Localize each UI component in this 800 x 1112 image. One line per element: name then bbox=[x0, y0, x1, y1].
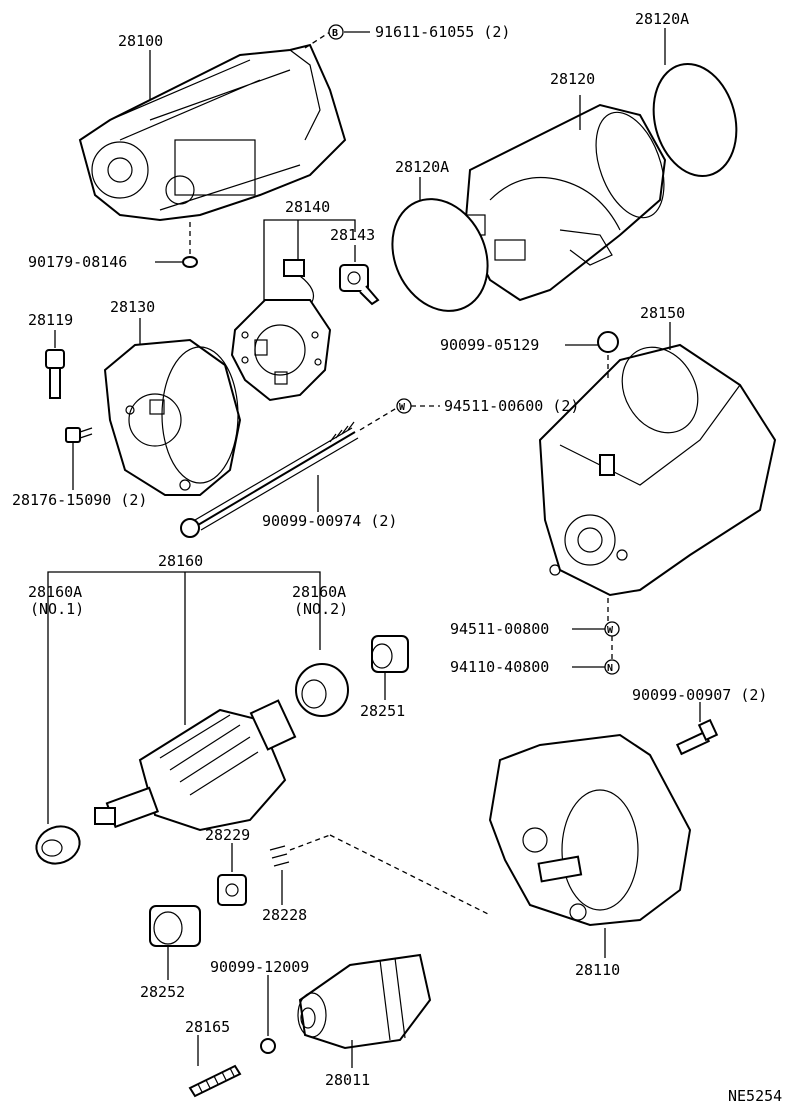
part-28130-end-frame bbox=[103, 318, 242, 496]
bubble-b-label: B bbox=[332, 28, 338, 39]
label-28251: 28251 bbox=[360, 702, 405, 720]
part-28229-ball bbox=[217, 843, 247, 906]
label-28120A-mid: 28120A bbox=[395, 158, 449, 176]
label-28160: 28160 bbox=[158, 552, 203, 570]
label-90099-00907: 90099-00907 (2) bbox=[632, 686, 767, 704]
label-28130: 28130 bbox=[110, 298, 155, 316]
label-94511-00800: 94511-00800 bbox=[450, 620, 549, 638]
part-28120-field-frame bbox=[454, 95, 667, 302]
part-28160A-bearing-no1 bbox=[35, 825, 81, 865]
label-28165: 28165 bbox=[185, 1018, 230, 1036]
part-28228-retainer bbox=[269, 834, 491, 916]
part-28143-spring bbox=[339, 245, 380, 306]
part-90099-05129-nut bbox=[565, 331, 619, 353]
part-28140-brush-holder bbox=[230, 219, 356, 402]
part-94511-00800-washer-marker: W bbox=[572, 621, 620, 660]
part-28011-starter-clutch bbox=[297, 953, 432, 1068]
label-28160A-no2: 28160A bbox=[292, 583, 346, 601]
label-28120: 28120 bbox=[550, 70, 595, 88]
part-28252-bearing-cover bbox=[149, 905, 201, 980]
label-28011: 28011 bbox=[325, 1071, 370, 1089]
part-28160-armature bbox=[47, 571, 321, 832]
part-28150-magnetic-switch bbox=[538, 322, 777, 622]
bubble-w2-label: W bbox=[607, 625, 614, 636]
label-94511-00600: 94511-00600 (2) bbox=[444, 397, 579, 415]
label-90179-08146: 90179-08146 bbox=[28, 253, 127, 271]
label-28229: 28229 bbox=[205, 826, 250, 844]
label-28119: 28119 bbox=[28, 311, 73, 329]
part-90099-00907-bolt bbox=[675, 702, 719, 756]
label-28176-15090: 28176-15090 (2) bbox=[12, 491, 147, 509]
part-91611-bolt-marker: B bbox=[304, 24, 370, 49]
label-94110-40800: 94110-40800 bbox=[450, 658, 549, 676]
part-90179-nut bbox=[182, 222, 198, 268]
part-28110-starter-housing bbox=[488, 733, 692, 958]
label-28160A-no1-sub: (NO.1) bbox=[30, 600, 84, 618]
label-28252: 28252 bbox=[140, 983, 185, 1001]
part-90099-12009-ball bbox=[260, 975, 276, 1054]
part-28120A-oring-mid bbox=[391, 177, 489, 312]
label-28160A-no1: 28160A bbox=[28, 583, 82, 601]
label-28160A-no2-sub: (NO.2) bbox=[294, 600, 348, 618]
part-28119-bolt bbox=[45, 330, 65, 399]
label-28150: 28150 bbox=[640, 304, 685, 322]
part-28251-bearing-cover bbox=[371, 635, 409, 700]
part-90099-00974-through-bolt bbox=[180, 405, 401, 538]
part-94511-00600-washer-marker: W bbox=[396, 398, 440, 414]
part-28120A-oring-top bbox=[652, 28, 738, 178]
label-90099-00974: 90099-00974 (2) bbox=[262, 512, 397, 530]
label-28140: 28140 bbox=[285, 198, 330, 216]
bubble-n-label: N bbox=[607, 663, 613, 674]
label-28120A-top: 28120A bbox=[635, 10, 689, 28]
label-91611-61055: 91611-61055 (2) bbox=[375, 23, 510, 41]
label-90099-12009: 90099-12009 bbox=[210, 958, 309, 976]
label-28100: 28100 bbox=[118, 32, 163, 50]
label-90099-05129: 90099-05129 bbox=[440, 336, 539, 354]
part-94110-40800-nut-marker: N bbox=[572, 659, 620, 675]
part-28165-spring bbox=[188, 1035, 242, 1098]
part-28100-starter-housing bbox=[78, 43, 347, 222]
bubble-w-label: W bbox=[399, 402, 406, 413]
part-28176-screw bbox=[65, 427, 93, 490]
label-28143: 28143 bbox=[330, 226, 375, 244]
label-28228: 28228 bbox=[262, 906, 307, 924]
figure-code: NE5254 bbox=[728, 1087, 782, 1105]
label-28110: 28110 bbox=[575, 961, 620, 979]
part-28160A-bearing-no2 bbox=[295, 663, 349, 717]
